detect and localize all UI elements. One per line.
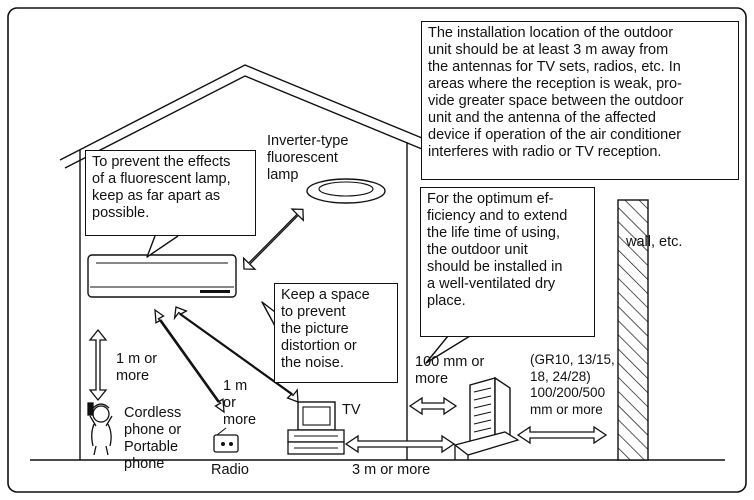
installation-note-line: device if operation of the air condition…: [428, 127, 682, 143]
fluorescent-note-line: To prevent the effects: [92, 154, 231, 170]
installation-note-line: interferes with radio or TV reception.: [428, 144, 662, 160]
distance-arrows: [88, 208, 608, 454]
one-m-left-label: 1 m or more: [116, 351, 157, 385]
picture-note-line: to prevent: [281, 304, 346, 320]
one-m-left-line: 1 m or: [116, 351, 158, 367]
hatched-wall: [617, 199, 649, 461]
installation-note: The installation location of the outdoor…: [421, 21, 739, 180]
picture-note: Keep a space to prevent the picture dist…: [274, 283, 398, 383]
arrow-three-m: [344, 434, 456, 454]
models-label-line: mm or more: [530, 401, 603, 417]
efficiency-note-line: For the optimum ef-: [427, 191, 554, 207]
outdoor-unit: [453, 376, 520, 460]
models-label: (GR10, 13/15, 18, 24/28) 100/200/500 mm …: [530, 352, 615, 418]
fluorescent-note-line: keep as far apart as: [92, 188, 221, 204]
radio-label: Radio: [211, 462, 249, 478]
phone-label-line: phone or: [124, 422, 182, 438]
picture-note-line: the picture: [281, 321, 349, 337]
fluorescent-lamp: [306, 178, 386, 204]
tv-set: [287, 401, 345, 455]
one-m-mid-line: more: [223, 412, 257, 428]
house-roof: [59, 64, 423, 169]
efficiency-note-line: the life time of using,: [427, 225, 560, 241]
wall-label: wall, etc.: [626, 234, 683, 250]
installation-note-line: The installation location of the outdoor: [428, 25, 674, 41]
lamp-label-line: lamp: [267, 167, 299, 183]
installation-note-line: the antennas for TV sets, radios, etc. I…: [428, 59, 681, 75]
models-label-line: 18, 24/28): [530, 368, 591, 384]
efficiency-note-line: the outdoor unit: [427, 242, 528, 258]
outer-frame: [7, 7, 747, 493]
installation-note-line: unit and the antenna of the affected: [428, 110, 656, 126]
lamp-label: Inverter-type fluorescent lamp: [267, 133, 348, 184]
phone-label-line: Cordless: [124, 405, 182, 421]
fluorescent-note-line: of a fluorescent lamp,: [92, 171, 231, 187]
efficiency-note-line: place.: [427, 293, 466, 309]
installation-note-line: vide greater space between the outdoor: [428, 93, 684, 109]
indoor-unit: [87, 254, 237, 298]
arrow-hundred-mm: [408, 396, 458, 416]
callout-pointers: [146, 235, 471, 364]
phone-label-line: Portable: [124, 439, 179, 455]
radio: [213, 427, 239, 453]
picture-note-line: distortion or: [281, 338, 357, 354]
arrow-front-space: [516, 425, 608, 445]
fluorescent-note-line: possible.: [92, 205, 150, 221]
hundred-mm-label: 100 mm or more: [415, 354, 484, 388]
lamp-label-line: fluorescent: [267, 150, 338, 166]
tv-label: TV: [342, 402, 361, 418]
phone-label: Cordless phone or Portable phone: [124, 405, 181, 473]
models-label-line: (GR10, 13/15,: [530, 352, 615, 367]
efficiency-note-line: should be installed in: [427, 259, 563, 275]
one-m-mid-line: 1 m: [223, 378, 248, 394]
arrow-vertical-left: [88, 328, 108, 402]
lamp-label-line: Inverter-type: [267, 133, 349, 149]
efficiency-note-line: a well-ventilated dry: [427, 276, 556, 292]
installation-note-line: unit should be at least 3 m away from: [428, 42, 669, 58]
arrow-unit-to-lamp: [242, 208, 305, 270]
three-m-label: 3 m or more: [352, 462, 431, 478]
one-m-mid-label: 1 m or more: [223, 378, 256, 429]
one-m-left-line: more: [116, 368, 150, 384]
models-label-line: 100/200/500: [530, 385, 606, 400]
hundred-mm-line: more: [415, 371, 449, 387]
arrow-unit-to-radio: [154, 308, 225, 414]
picture-note-line: Keep a space: [281, 287, 370, 303]
one-m-mid-line: or: [223, 395, 236, 411]
arrow-unit-to-tv: [173, 306, 299, 403]
fluorescent-note: To prevent the effects of a fluorescent …: [85, 150, 256, 236]
hundred-mm-line: 100 mm or: [415, 354, 485, 370]
person-with-phone: [87, 402, 113, 456]
installation-note-line: areas where the reception is weak, pro-: [428, 76, 682, 92]
picture-note-line: the noise.: [281, 355, 344, 371]
efficiency-note: For the optimum ef- ficiency and to exte…: [420, 187, 595, 337]
phone-label-line: phone: [124, 456, 165, 472]
efficiency-note-line: ficiency and to extend: [427, 208, 568, 224]
